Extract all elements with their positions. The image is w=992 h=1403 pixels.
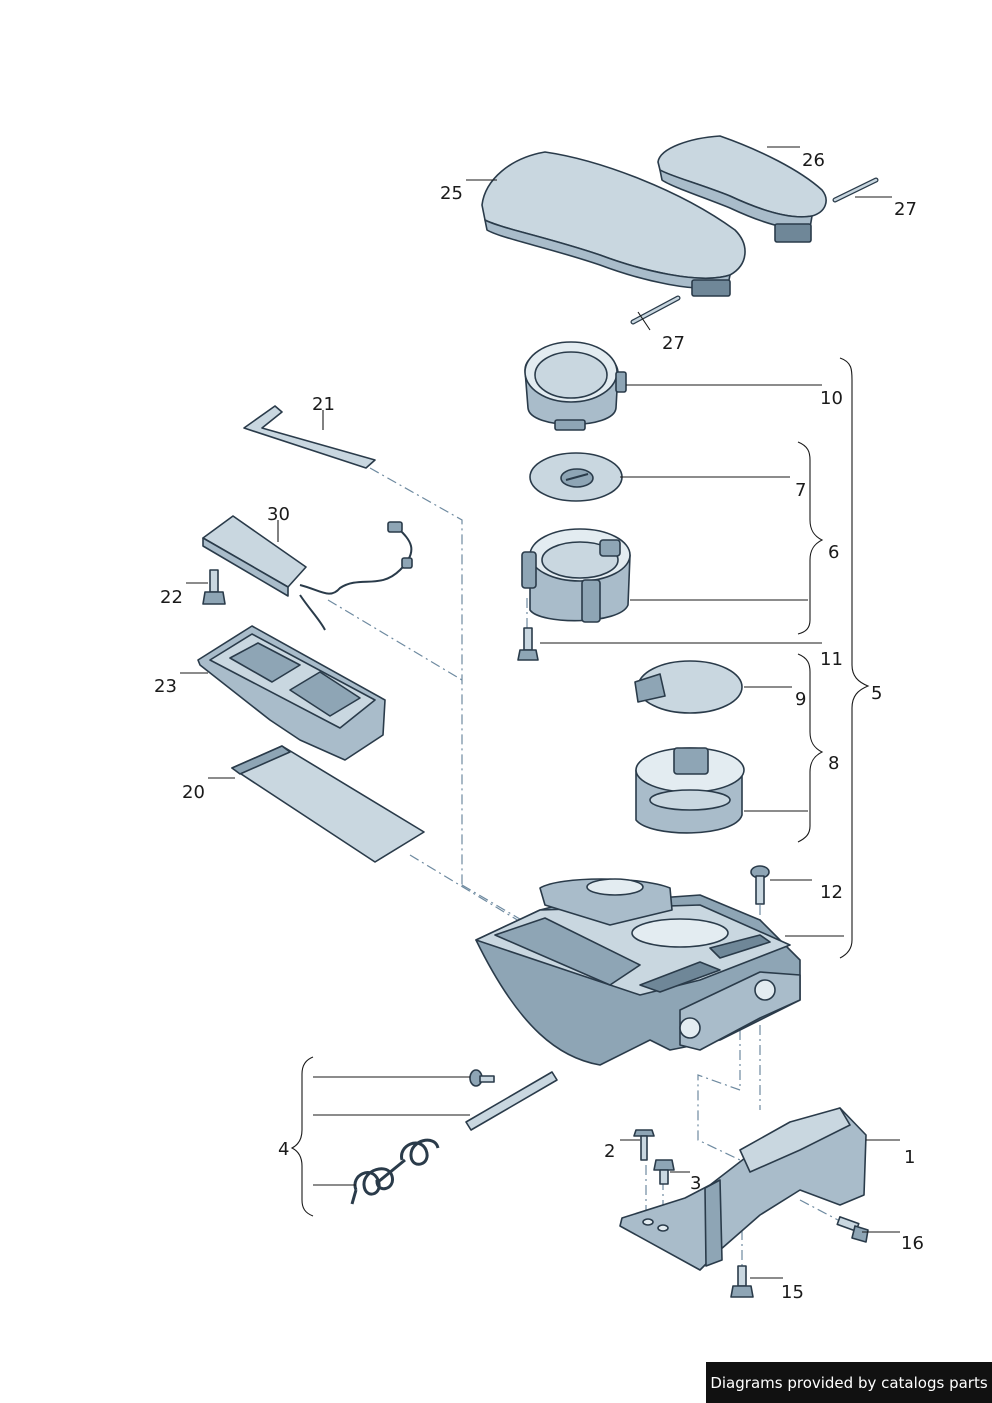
cup-lid-9 bbox=[634, 660, 743, 714]
screw-11 bbox=[517, 627, 539, 661]
label-4: 4 bbox=[278, 1139, 289, 1160]
braces bbox=[290, 357, 870, 1217]
screw-12 bbox=[750, 865, 770, 905]
label-23: 23 bbox=[154, 676, 177, 697]
label-26: 26 bbox=[802, 150, 825, 171]
footer-credit: Diagrams provided by catalogs parts bbox=[706, 1362, 992, 1403]
mat-20 bbox=[231, 745, 425, 863]
label-8: 8 bbox=[828, 753, 839, 774]
label-27-bottom: 27 bbox=[662, 333, 685, 354]
cup-holder-8 bbox=[635, 747, 745, 834]
pin-27-top bbox=[832, 177, 879, 203]
rod-4 bbox=[465, 1071, 558, 1131]
screw-3 bbox=[653, 1159, 675, 1185]
label-12: 12 bbox=[820, 882, 843, 903]
console-body bbox=[475, 878, 801, 1066]
module-30 bbox=[202, 515, 413, 631]
label-7: 7 bbox=[795, 480, 806, 501]
label-15: 15 bbox=[781, 1282, 804, 1303]
screw-15 bbox=[730, 1265, 754, 1298]
part-labels: 25 26 27 27 10 21 7 30 6 22 11 23 5 9 8 … bbox=[154, 150, 924, 1303]
label-20: 20 bbox=[182, 782, 205, 803]
pin-27-bottom bbox=[630, 295, 681, 325]
label-16: 16 bbox=[901, 1233, 924, 1254]
tray-23 bbox=[197, 625, 386, 761]
label-1: 1 bbox=[904, 1147, 915, 1168]
label-11: 11 bbox=[820, 649, 843, 670]
spring-4 bbox=[350, 1138, 440, 1205]
label-9: 9 bbox=[795, 689, 806, 710]
label-2: 2 bbox=[604, 1141, 615, 1162]
bolt-4 bbox=[469, 1069, 495, 1087]
leader-lines bbox=[180, 146, 900, 1279]
bracket-1 bbox=[619, 1107, 867, 1271]
screw-16 bbox=[836, 1216, 869, 1243]
label-3: 3 bbox=[690, 1173, 701, 1194]
screw-2 bbox=[633, 1129, 655, 1161]
label-25: 25 bbox=[440, 183, 463, 204]
cup-ring-10 bbox=[524, 341, 627, 431]
armrest-lid-25 bbox=[481, 151, 746, 297]
screw-22 bbox=[202, 569, 226, 605]
cup-holder-6 bbox=[521, 528, 631, 623]
cup-disc-7 bbox=[529, 452, 623, 502]
tape-strip-21 bbox=[243, 405, 376, 469]
label-21: 21 bbox=[312, 394, 335, 415]
label-10: 10 bbox=[820, 388, 843, 409]
label-5: 5 bbox=[871, 683, 882, 704]
armrest-lid-26 bbox=[657, 135, 827, 243]
label-30: 30 bbox=[267, 504, 290, 525]
label-22: 22 bbox=[160, 587, 183, 608]
label-6: 6 bbox=[828, 542, 839, 563]
label-27-top: 27 bbox=[894, 199, 917, 220]
